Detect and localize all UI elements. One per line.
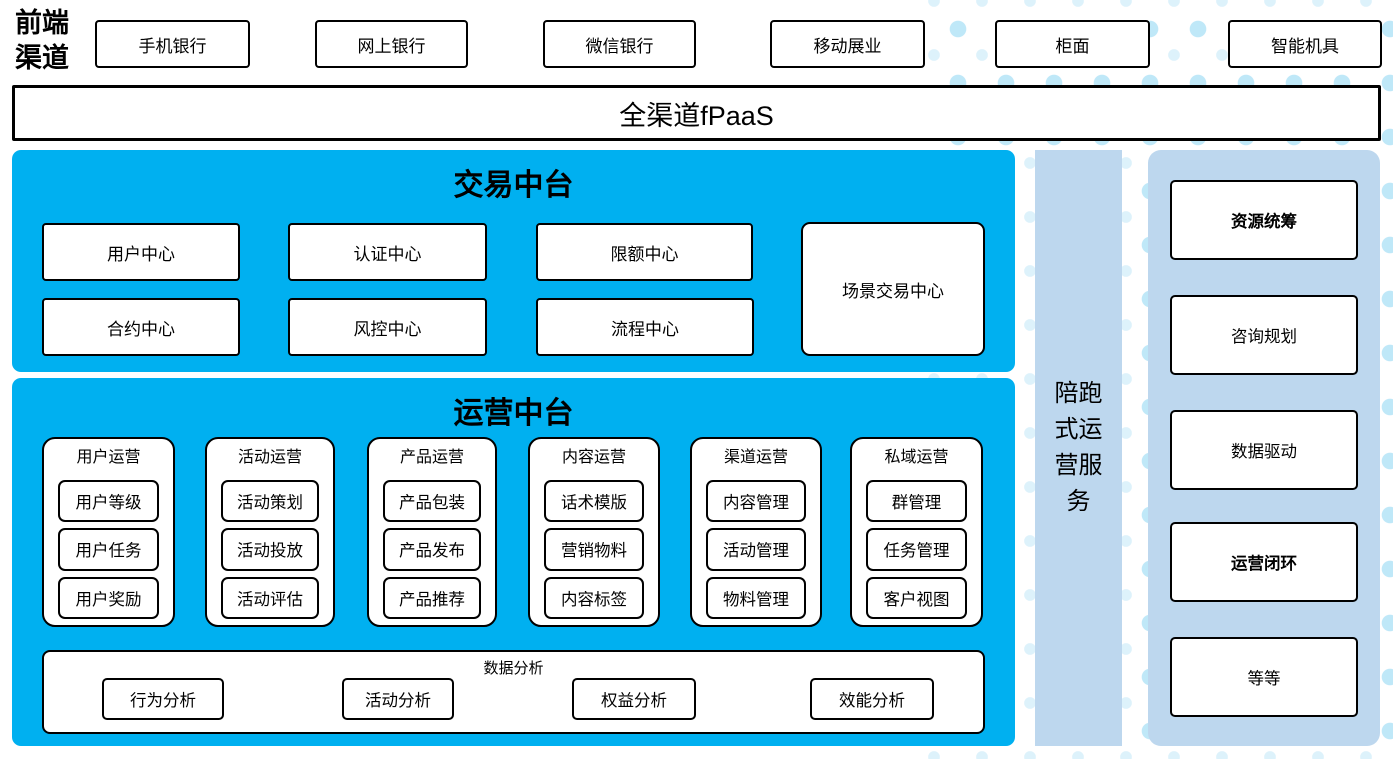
group-column-content-operations: 内容运营 话术模版 营销物料 内容标签 xyxy=(528,437,660,627)
front-channels-label: 前端渠道 xyxy=(15,8,69,73)
channel-box-smart-devices: 智能机具 xyxy=(1228,20,1382,68)
group-item: 营销物料 xyxy=(544,528,644,571)
center-box-contract: 合约中心 xyxy=(42,298,240,356)
operations-platform-section: 运营中台 用户运营 用户等级 用户任务 用户奖励 活动运营 活动策划 活动投放 … xyxy=(12,378,1015,746)
channel-box-counter: 柜面 xyxy=(995,20,1150,68)
group-item: 活动评估 xyxy=(221,576,319,619)
center-box-scene-transaction: 场景交易中心 xyxy=(801,222,985,356)
group-title: 用户运营 xyxy=(76,449,141,466)
analysis-item-equity: 权益分析 xyxy=(572,678,696,720)
service-box-etc: 等等 xyxy=(1170,637,1358,717)
group-item: 产品包装 xyxy=(383,480,481,523)
channel-box-wechat-banking: 微信银行 xyxy=(543,20,696,68)
group-column-activity-operations: 活动运营 活动策划 活动投放 活动评估 xyxy=(205,437,335,627)
group-item: 物料管理 xyxy=(706,576,806,619)
transaction-platform-title: 交易中台 xyxy=(453,169,574,202)
service-box-data-driven: 数据驱动 xyxy=(1170,410,1358,490)
group-item: 活动管理 xyxy=(706,528,806,571)
service-box-resource-planning: 资源统筹 xyxy=(1170,180,1358,260)
analysis-item-behavior: 行为分析 xyxy=(102,678,224,720)
center-box-limit: 限额中心 xyxy=(536,223,753,281)
group-item: 群管理 xyxy=(866,480,967,523)
group-item: 产品发布 xyxy=(383,528,481,571)
group-item: 客户视图 xyxy=(866,576,967,619)
operations-platform-title: 运营中台 xyxy=(453,397,574,430)
data-analysis-title: 数据分析 xyxy=(483,660,544,677)
data-analysis-box: 数据分析 行为分析 活动分析 权益分析 效能分析 xyxy=(42,650,985,734)
group-item: 内容标签 xyxy=(544,576,644,619)
group-item: 用户任务 xyxy=(58,528,159,571)
service-box-consulting: 咨询规划 xyxy=(1170,295,1358,375)
service-panel: 资源统筹 咨询规划 数据驱动 运营闭环 等等 xyxy=(1148,150,1380,746)
fpaas-bar: 全渠道fPaaS xyxy=(12,85,1381,141)
channel-box-mobile-banking: 手机银行 xyxy=(95,20,250,68)
group-title: 内容运营 xyxy=(561,449,626,466)
group-title: 活动运营 xyxy=(237,449,302,466)
group-column-channel-operations: 渠道运营 内容管理 活动管理 物料管理 xyxy=(690,437,822,627)
group-title: 渠道运营 xyxy=(723,449,788,466)
center-box-auth: 认证中心 xyxy=(288,223,487,281)
center-box-process: 流程中心 xyxy=(536,298,754,356)
center-box-risk: 风控中心 xyxy=(288,298,487,356)
analysis-item-activity: 活动分析 xyxy=(342,678,454,720)
channel-box-mobile-marketing: 移动展业 xyxy=(770,20,925,68)
companion-service-label: 陪跑式运营服务 xyxy=(1054,380,1103,515)
group-item: 用户等级 xyxy=(58,480,159,523)
group-column-private-domain-operations: 私域运营 群管理 任务管理 客户视图 xyxy=(850,437,983,627)
group-column-product-operations: 产品运营 产品包装 产品发布 产品推荐 xyxy=(367,437,497,627)
service-box-operation-loop: 运营闭环 xyxy=(1170,522,1358,602)
analysis-item-efficiency: 效能分析 xyxy=(810,678,934,720)
group-item: 话术模版 xyxy=(544,480,644,523)
center-box-user: 用户中心 xyxy=(42,223,240,281)
group-title: 产品运营 xyxy=(399,449,464,466)
channel-box-online-banking: 网上银行 xyxy=(315,20,468,68)
group-item: 活动策划 xyxy=(221,480,319,523)
group-title: 私域运营 xyxy=(884,449,949,466)
companion-service-bar: 陪跑式运营服务 xyxy=(1035,150,1122,746)
group-item: 活动投放 xyxy=(221,528,319,571)
group-item: 产品推荐 xyxy=(383,576,481,619)
group-item: 用户奖励 xyxy=(58,576,159,619)
transaction-platform-section: 交易中台 用户中心 认证中心 限额中心 合约中心 风控中心 流程中心 场景交易中… xyxy=(12,150,1015,372)
group-column-user-operations: 用户运营 用户等级 用户任务 用户奖励 xyxy=(42,437,175,627)
group-item: 内容管理 xyxy=(706,480,806,523)
group-item: 任务管理 xyxy=(866,528,967,571)
